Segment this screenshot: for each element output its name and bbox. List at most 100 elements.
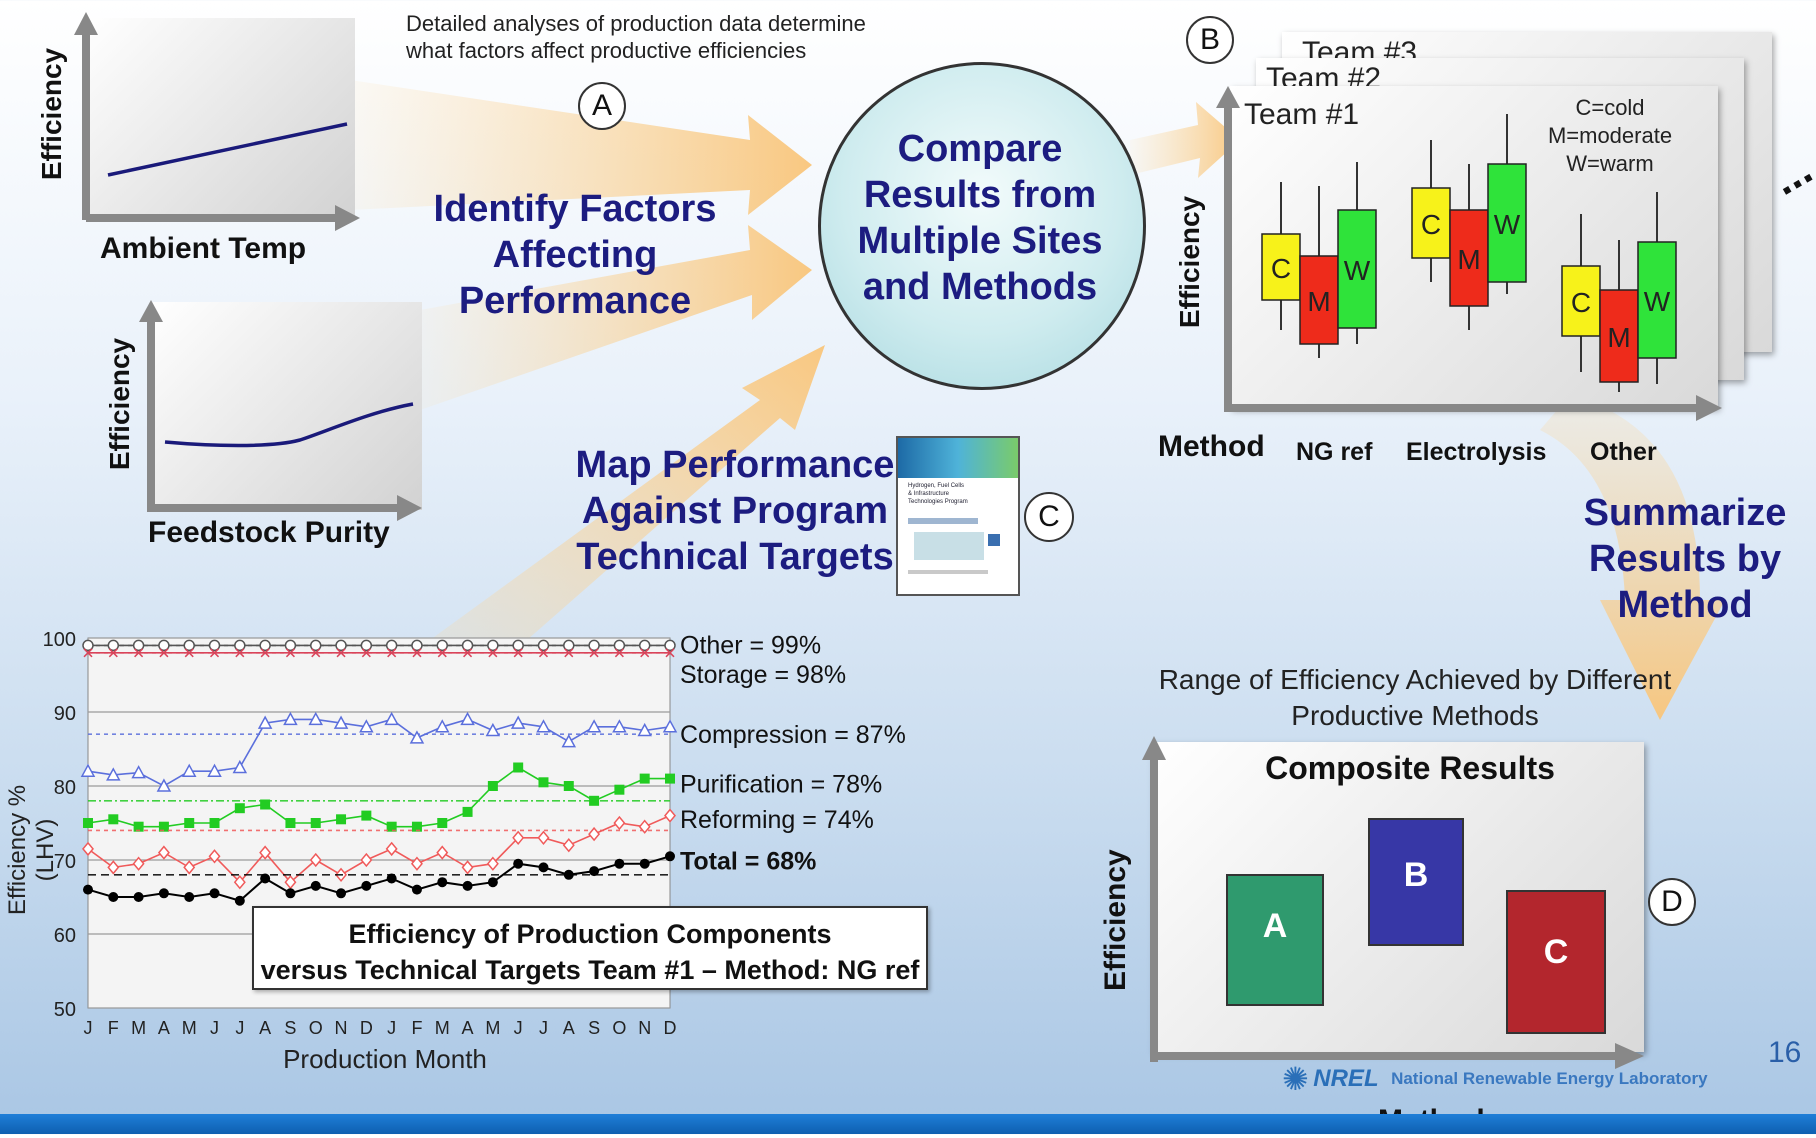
total-point-22 (639, 858, 650, 869)
box-letter-0-W: W (1344, 255, 1371, 286)
other-point-7 (259, 639, 271, 652)
storage-point-15 (463, 648, 473, 658)
other-point-6 (234, 639, 246, 652)
reforming-point-3 (157, 845, 170, 860)
other-point-11 (360, 639, 373, 652)
purification-point-18 (538, 777, 549, 788)
xtick-21: O (612, 1018, 626, 1038)
page-number: 16 (1768, 1036, 1802, 1069)
purification-point-21 (614, 784, 625, 795)
total-point-21 (614, 858, 625, 869)
storage-point-10 (336, 648, 346, 658)
compression-point-13 (409, 730, 425, 744)
total-point-8 (285, 888, 296, 899)
xtick-13: F (411, 1018, 422, 1038)
storage-point-2 (134, 648, 144, 658)
composite-box-c: C (1506, 890, 1606, 1034)
xtick-22: N (638, 1018, 651, 1038)
compression-point-11 (359, 719, 374, 733)
ytick-70: 70 (54, 851, 76, 873)
ytick-90: 90 (54, 703, 76, 725)
reforming-point-13 (410, 856, 423, 871)
line-chart-title-box: Efficiency of Production Components vers… (252, 906, 928, 990)
xtick-20: S (588, 1018, 600, 1038)
reforming-point-9 (309, 852, 322, 868)
total-point-23 (665, 851, 675, 862)
other-point-19 (563, 639, 575, 652)
xtick-3: A (158, 1018, 170, 1038)
purification-point-13 (411, 821, 422, 832)
box-letter-2-M: M (1607, 322, 1630, 353)
box-2-C (1561, 265, 1601, 337)
compression-point-3 (156, 778, 172, 792)
storage-point-23 (665, 648, 675, 658)
other-point-9 (309, 639, 322, 652)
line-chart-xlabel: Production Month (283, 1044, 487, 1074)
storage-point-4 (184, 648, 194, 658)
compression-point-17 (510, 715, 526, 729)
compression-point-5 (207, 763, 222, 777)
compression-point-14 (434, 719, 450, 733)
storage-point-14 (437, 648, 447, 658)
purification-point-12 (386, 821, 397, 832)
xtick-12: J (387, 1018, 396, 1038)
other-point-21 (613, 639, 626, 652)
total-point-1 (108, 892, 119, 902)
storage-point-18 (538, 648, 549, 658)
program-report-thumbnail: Hydrogen, Fuel Cells & Infrastructure Te… (896, 436, 1020, 596)
compression-target-label: Compression = 87% (680, 721, 906, 749)
compression-point-0 (80, 763, 96, 777)
storage-point-21 (614, 648, 624, 658)
storage-point-8 (285, 648, 295, 658)
other-point-14 (436, 639, 449, 652)
other-point-0 (82, 639, 94, 652)
method-other: Other (1590, 438, 1657, 466)
compression-point-1 (106, 767, 121, 781)
purification-point-16 (487, 781, 498, 791)
box-0-M (1299, 255, 1339, 345)
storage-point-12 (387, 648, 397, 658)
reforming-point-15 (461, 860, 474, 875)
compression-point-23 (662, 719, 678, 733)
other-point-8 (284, 639, 297, 652)
box-letter-1-C: C (1421, 209, 1441, 240)
intro-text: Detailed analyses of production data det… (406, 11, 866, 63)
storage-point-22 (640, 648, 650, 658)
purification-point-1 (108, 814, 119, 825)
reforming-point-23 (664, 808, 676, 823)
storage-point-17 (513, 648, 523, 658)
other-point-22 (638, 639, 651, 652)
compression-point-16 (485, 722, 501, 737)
other-target-label: Other = 99% (680, 631, 821, 659)
compression-point-10 (333, 715, 349, 729)
other-point-10 (335, 639, 347, 652)
compression-point-8 (283, 711, 298, 726)
xtick-16: M (485, 1018, 500, 1038)
marker-d: D (1648, 878, 1696, 926)
xtick-14: M (435, 1018, 450, 1038)
total-point-17 (513, 858, 524, 869)
total-point-20 (589, 866, 600, 877)
composite-box-a: A (1226, 874, 1324, 1006)
total-point-4 (184, 892, 195, 902)
total-point-7 (260, 873, 271, 884)
identify-factors-label: Identify Factors Affecting Performance (433, 188, 717, 322)
reforming-point-14 (436, 845, 449, 860)
chart2-xlabel: Feedstock Purity (148, 516, 390, 549)
storage-point-0 (83, 648, 93, 658)
xtick-15: A (462, 1018, 474, 1038)
marker-c: C (1024, 492, 1074, 542)
compression-point-9 (308, 711, 324, 726)
box-letter-2-C: C (1571, 287, 1591, 318)
ytick-50: 50 (54, 999, 76, 1021)
compression-point-7 (257, 715, 273, 729)
compression-point-19 (561, 734, 577, 748)
method-electrolysis: Electrolysis (1406, 438, 1547, 466)
purification-point-22 (639, 773, 650, 784)
nrel-sun-icon: ✺ (1282, 1061, 1309, 1097)
total-target-label: Total = 68% (680, 847, 816, 875)
compression-point-12 (384, 711, 399, 726)
box-1-C (1411, 187, 1451, 259)
xtick-9: O (309, 1018, 323, 1038)
